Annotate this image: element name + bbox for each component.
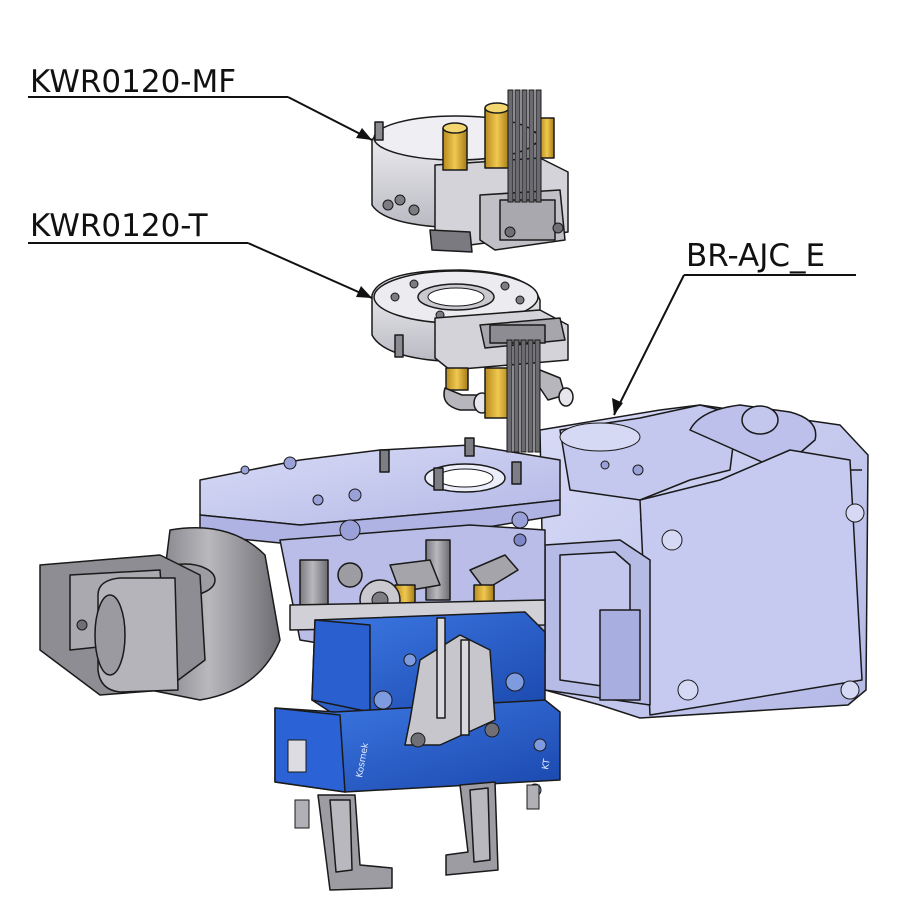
gripper-model-text: KT [541, 758, 553, 771]
callout-kwr0120-t: KWR0120-T [28, 208, 373, 299]
blue-gripper: Kosmek KT [274, 611, 561, 797]
callout-leader-kwr0120-mf [287, 96, 373, 141]
callout-leader-br-ajc-e [613, 274, 685, 416]
callout-br-ajc-e: BR-AJC_E [612, 238, 856, 416]
kwr0120-t-ribbon [506, 339, 541, 453]
callout-label-kwr0120-mf: KWR0120-MF [30, 64, 236, 100]
callout-kwr0120-mf: KWR0120-MF [28, 64, 373, 141]
br-ajc-body [199, 404, 869, 719]
kwr0120-mf-ribbon [507, 89, 542, 203]
callout-leader-kwr0120-t [247, 242, 373, 299]
callout-arrow-kwr0120-t [356, 286, 372, 298]
kwr0120-mf-module [371, 89, 569, 253]
callout-label-kwr0120-t: KWR0120-T [30, 208, 209, 244]
gripper-fingers [294, 781, 540, 891]
kwr0120-t-module [371, 269, 574, 453]
callout-arrow-kwr0120-mf [356, 128, 372, 140]
left-actuator [39, 527, 281, 701]
callout-label-br-ajc-e: BR-AJC_E [686, 238, 825, 274]
callout-arrow-br-ajc-e [612, 398, 623, 415]
